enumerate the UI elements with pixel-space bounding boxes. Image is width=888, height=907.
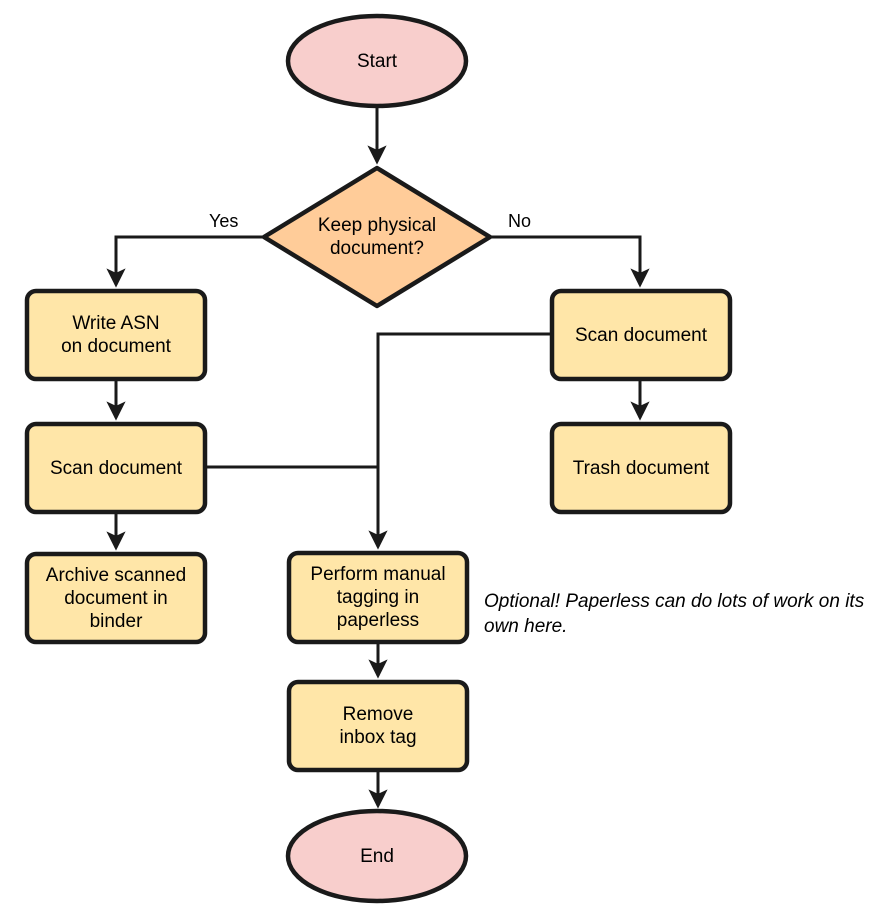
node-remove-inbox-shape <box>286 679 470 773</box>
node-start-shape <box>285 13 469 109</box>
node-tagging-shape <box>286 550 470 645</box>
edge-scan-right-to-tagging <box>368 332 552 550</box>
optional-note: Optional! Paperless can do lots of work … <box>484 591 865 637</box>
node-write-asn-shape <box>24 288 208 382</box>
node-archive-shape <box>24 551 208 645</box>
edge-decision-yes-to-write-asn <box>106 235 264 288</box>
edge-decision-no-to-scan-right <box>490 235 650 288</box>
node-scan-right-shape <box>549 288 733 382</box>
node-trash-shape <box>549 421 733 515</box>
node-decision-shape <box>261 165 493 309</box>
node-scan-left-shape <box>24 421 208 515</box>
edge-label-yes: Yes <box>209 211 239 231</box>
node-end-shape <box>285 808 469 904</box>
edge-label-no: No <box>508 211 532 231</box>
